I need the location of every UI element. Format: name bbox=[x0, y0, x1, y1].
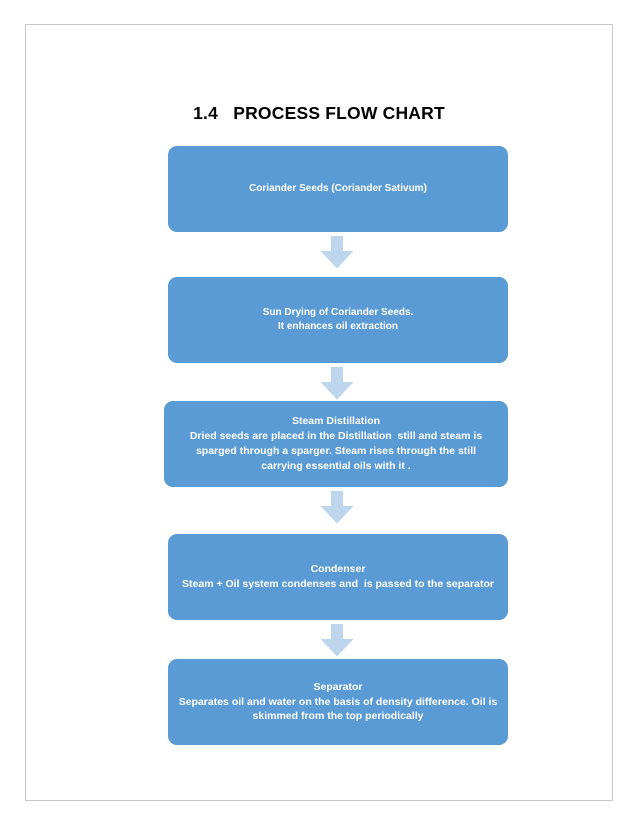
node-text-line: Dried seeds are placed in the Distillati… bbox=[189, 430, 483, 443]
node-text-line: skimmed from the top periodically bbox=[252, 710, 424, 723]
node-text-line: Sun Drying of Coriander Seeds. bbox=[262, 306, 414, 318]
node-heading: Condenser bbox=[310, 563, 366, 576]
flowchart-node-condenser[interactable]: Condenser Steam + Oil system condenses a… bbox=[168, 534, 508, 620]
node-heading: Steam Distillation bbox=[291, 415, 381, 428]
node-heading: Separator bbox=[313, 680, 363, 693]
page-title: 1.4 PROCESS FLOW CHART bbox=[193, 103, 445, 123]
node-text-line: Coriander Seeds (Coriander Sativum) bbox=[249, 182, 427, 194]
arrow-down-icon bbox=[320, 367, 354, 400]
node-text-line: It enhances oil extraction bbox=[277, 321, 399, 332]
node-text-line: sparged through a sparger. Steam rises t… bbox=[195, 445, 477, 457]
flowchart-node-steam-distillation[interactable]: Steam Distillation Dried seeds are place… bbox=[164, 401, 508, 487]
node-text-line: Separates oil and water on the basis of … bbox=[178, 695, 498, 708]
flowchart-node-separator[interactable]: Separator Separates oil and water on the… bbox=[168, 659, 508, 745]
arrow-down-icon bbox=[320, 624, 354, 657]
arrow-down-icon bbox=[320, 491, 354, 524]
flowchart-node-coriander-seeds[interactable]: Coriander Seeds (Coriander Sativum) bbox=[168, 146, 508, 232]
flowchart-node-sun-drying[interactable]: Sun Drying of Coriander Seeds. It enhanc… bbox=[168, 277, 508, 363]
node-text-line: Steam + Oil system condenses and is pass… bbox=[182, 578, 494, 590]
node-text-line: carrying essential oils with it . bbox=[261, 459, 411, 472]
arrow-down-icon bbox=[320, 236, 354, 269]
